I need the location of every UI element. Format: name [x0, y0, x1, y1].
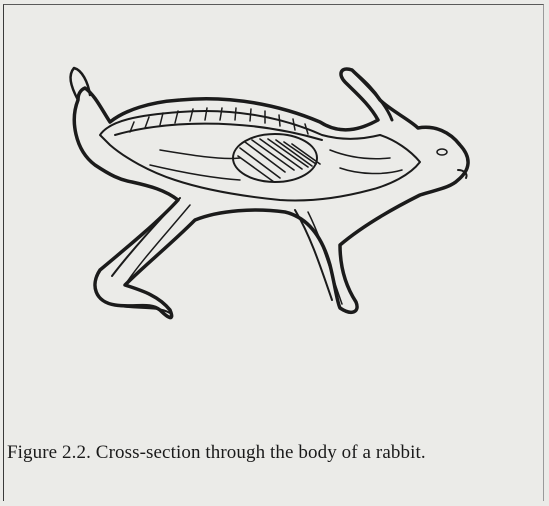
figure-caption: Figure 2.2. Cross-section through the bo…	[7, 440, 527, 466]
body-outline	[74, 69, 468, 318]
rabbit-cross-section-drawing	[40, 40, 500, 340]
